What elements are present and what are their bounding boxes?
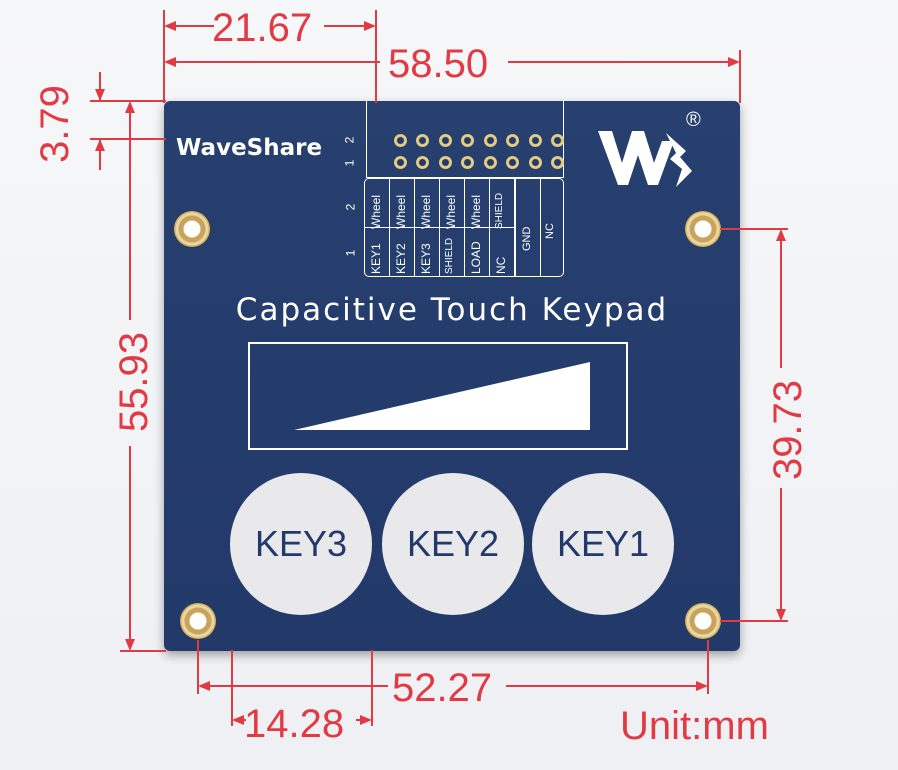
pin <box>506 134 520 147</box>
mount-hole-top-right <box>685 211 721 247</box>
board-title: Capacitive Touch Keypad <box>235 292 669 328</box>
table-row-divider <box>365 227 515 228</box>
pin <box>528 134 542 147</box>
touch-slider-area <box>248 342 628 450</box>
pin <box>550 156 564 169</box>
pin <box>461 156 475 169</box>
pin <box>394 134 407 147</box>
pinout-table: Wheel KEY1 Wheel KEY2 Wheel KEY3 Wheel S… <box>364 178 564 277</box>
pin <box>416 156 430 169</box>
pin <box>506 156 520 169</box>
pcb-board: WaveShare ® 2 1 2 1 Wheel KEY1 Wheel KEY… <box>164 101 740 651</box>
registered-mark: ® <box>686 109 701 131</box>
waveshare-logo-icon <box>598 131 692 187</box>
dimension-board-width: 58.50 <box>388 42 489 86</box>
pin <box>438 156 452 169</box>
pin <box>461 134 475 147</box>
pin <box>416 134 430 147</box>
dimension-top-offset: 3.79 <box>32 85 77 163</box>
pin <box>438 134 452 147</box>
unit-label: Unit:mm <box>620 704 769 748</box>
pin <box>483 156 497 169</box>
dimension-hole-spacing-vertical: 39.73 <box>766 379 811 481</box>
brand-name: WaveShare <box>176 135 323 161</box>
pin <box>483 134 497 147</box>
mount-hole-top-left <box>174 211 210 247</box>
pinout-column: GND <box>516 179 541 276</box>
dimension-board-height: 55.93 <box>112 331 157 433</box>
mount-hole-bottom-left <box>180 603 216 639</box>
dimension-header-offset: 21.67 <box>212 6 313 50</box>
key3-button[interactable]: KEY3 <box>230 473 372 615</box>
key1-button[interactable]: KEY1 <box>532 473 674 615</box>
dimension-key-pitch: 14.28 <box>244 702 345 746</box>
pin-row-1 <box>394 156 564 169</box>
dimension-hole-spacing-horizontal: 52.27 <box>392 666 493 710</box>
pin <box>528 156 542 169</box>
pin <box>394 156 407 169</box>
pin-row-2 <box>394 134 564 147</box>
key2-button[interactable]: KEY2 <box>382 473 524 615</box>
mount-hole-bottom-right <box>685 603 721 639</box>
pinout-column: SHIELD NC <box>490 179 516 276</box>
pin <box>550 134 564 147</box>
slider-wedge-icon <box>294 362 590 430</box>
